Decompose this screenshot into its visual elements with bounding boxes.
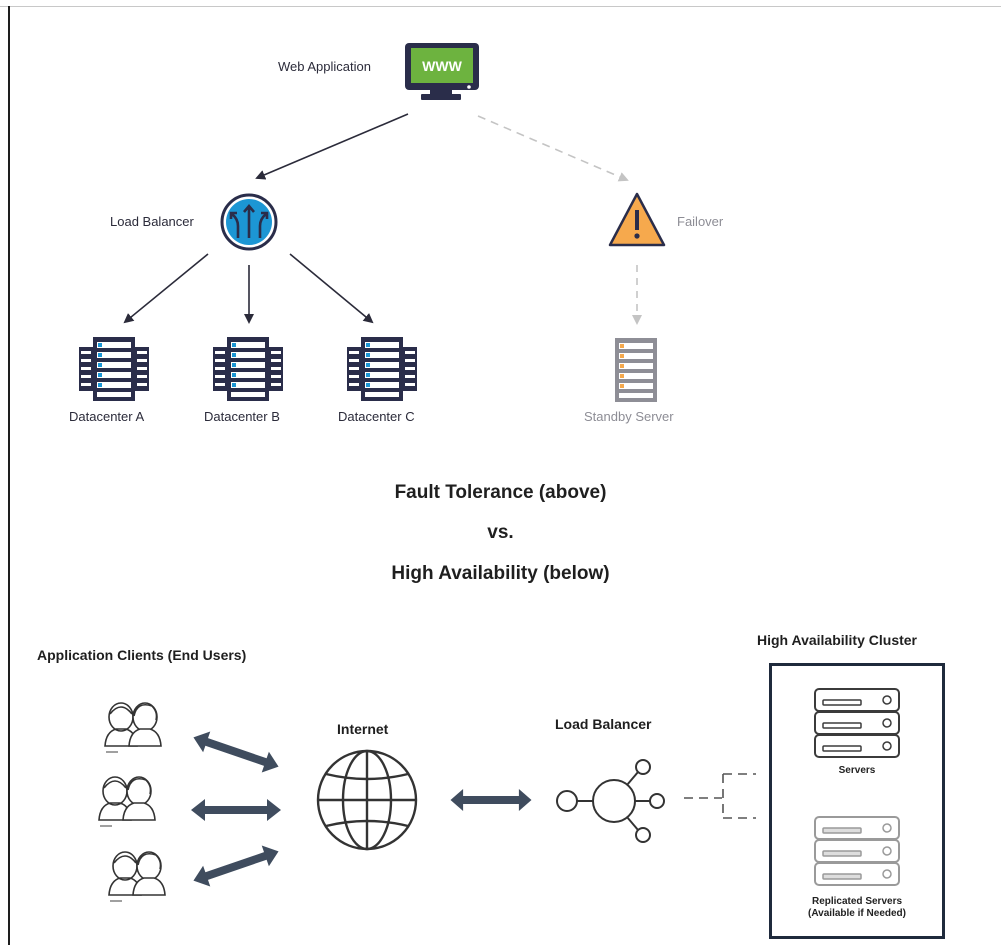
servers-label: Servers [838,765,876,776]
double-arrow-client-2 [191,799,281,821]
double-arrow-client-3 [189,840,283,892]
double-arrow-client-1 [189,726,283,778]
arrow-balancer-to-datacenter-c [289,253,374,324]
users-icon-3 [108,851,166,902]
dashed-arrow-webapp-to-failover [477,115,629,182]
datacenter-c-server-icon [347,337,417,401]
ha-cluster-title: High Availability Cluster [757,632,917,648]
users-icon-2 [98,776,156,827]
fault-tolerance-heading: Fault Tolerance (above) [394,482,607,503]
load-balancer-node-icon [556,759,665,843]
datacenter-a-server-icon [79,337,149,401]
datacenter-a-label: Datacenter A [69,409,145,424]
replicated-servers-label: Replicated Servers [811,896,903,907]
globe-icon [316,749,418,851]
failover-label: Failover [677,214,724,229]
users-icon-1 [104,702,162,753]
datacenter-b-server-icon [213,337,283,401]
load-balancer-icon [220,193,278,251]
frame-left-border [8,6,10,945]
load-balancer-label: Load Balancer [110,214,194,229]
replicated-servers-sublabel: (Available if Needed) [808,908,906,919]
application-clients-label: Application Clients (End Users) [37,647,247,663]
frame-top-border [0,6,1001,7]
ha-cluster-box [769,663,945,939]
monitor-icon: WWW [405,43,479,100]
internet-label: Internet [337,721,389,737]
standby-server-label: Standby Server [584,409,674,424]
web-application-label: Web Application [278,59,371,74]
arrow-balancer-to-datacenter-a [123,253,209,324]
standby-server-icon [615,338,657,402]
cluster-connector [684,773,756,819]
double-arrow-internet-balancer [450,789,532,811]
high-availability-heading: High Availability (below) [391,563,610,584]
datacenter-c-label: Datacenter C [338,409,415,424]
datacenter-b-label: Datacenter B [204,409,280,424]
bottom-load-balancer-label: Load Balancer [555,716,652,732]
arrow-webapp-to-balancer [255,113,409,180]
warning-icon [608,192,666,247]
www-screen-text: WWW [422,58,462,74]
vs-heading: vs. [487,522,514,543]
